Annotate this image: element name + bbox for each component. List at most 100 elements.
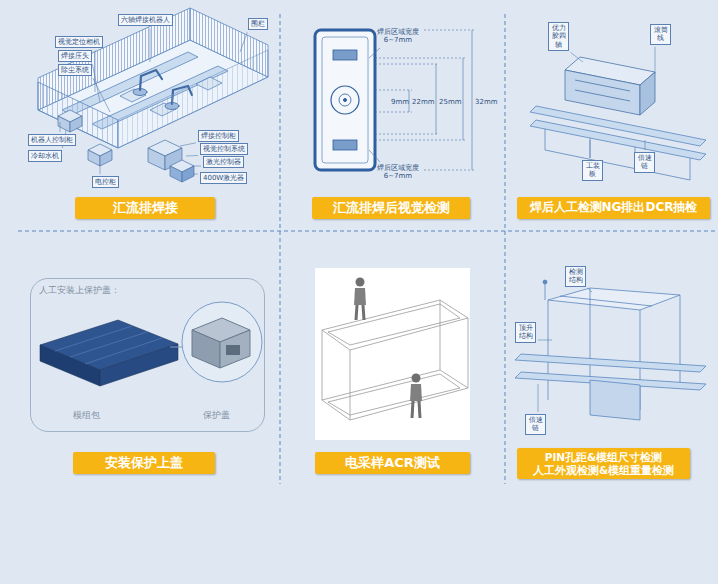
control-cabinet bbox=[70, 116, 82, 132]
magnifier bbox=[170, 302, 262, 382]
banner-text: 焊后人工检测NG排出DCR抽检 bbox=[530, 201, 698, 215]
busbar-view bbox=[322, 37, 368, 163]
welding-robot bbox=[140, 70, 162, 90]
callout-box: 围栏 bbox=[248, 18, 268, 30]
callout-text: 视觉定位相机 bbox=[58, 38, 100, 46]
operator-figure bbox=[412, 401, 413, 418]
callout-box: 检测结构 bbox=[565, 266, 586, 287]
callout-text: 倍速链 bbox=[637, 154, 652, 171]
callout-box: 倍速链 bbox=[525, 414, 546, 435]
inspection-station bbox=[565, 70, 640, 115]
dimension-line bbox=[436, 64, 437, 134]
callout-text: 视觉控制系统 bbox=[203, 145, 245, 153]
detail-panel: 人工安装上保护盖：模组包保护盖 bbox=[30, 278, 265, 432]
callout-box: 视觉定位相机 bbox=[55, 36, 103, 48]
busbar-view bbox=[315, 30, 375, 170]
callout-text: 机器人控制柜 bbox=[31, 136, 73, 144]
leader-line bbox=[100, 166, 101, 174]
callout-box: 激光控制器 bbox=[203, 156, 244, 168]
conveyor-line bbox=[590, 138, 591, 158]
check-station bbox=[560, 296, 652, 306]
busbar-view bbox=[339, 94, 351, 106]
conveyor-line bbox=[530, 120, 706, 160]
control-cabinet bbox=[170, 166, 182, 182]
callout-text: 检测结构 bbox=[568, 268, 583, 285]
callout-text: 倍速链 bbox=[528, 416, 543, 433]
acr-test-scene bbox=[315, 268, 470, 440]
leader-line bbox=[93, 78, 110, 112]
control-cabinet bbox=[58, 116, 70, 132]
banner-text: 汇流排焊后视觉检测 bbox=[333, 201, 450, 216]
operator-figure bbox=[412, 374, 421, 383]
acr-test-scene bbox=[322, 300, 468, 350]
magnifier bbox=[220, 330, 250, 368]
check-station bbox=[548, 300, 549, 400]
leader-line bbox=[538, 340, 552, 341]
conveyor-line bbox=[690, 158, 691, 180]
dimension-line bbox=[472, 30, 473, 170]
leader-line bbox=[194, 174, 198, 175]
callout-box: 视觉控制系统 bbox=[200, 143, 248, 155]
control-cabinet bbox=[182, 166, 194, 182]
callout-text: 400W激光器 bbox=[203, 174, 244, 182]
busbar-view bbox=[333, 50, 357, 60]
inspection-station bbox=[575, 90, 630, 101]
divider-line bbox=[18, 231, 716, 232]
divider-line bbox=[18, 14, 716, 484]
acr-test-scene bbox=[468, 318, 469, 388]
busbar-view bbox=[344, 99, 347, 102]
acr-test-scene bbox=[322, 330, 323, 400]
busbar-view bbox=[315, 30, 375, 170]
callout-box: 焊接压头 bbox=[58, 50, 92, 62]
callout-box: 倍速链 bbox=[634, 152, 655, 173]
callout-text: 工装板 bbox=[585, 162, 600, 179]
banner-text: 电采样ACR测试 bbox=[345, 456, 440, 471]
dimension-line bbox=[375, 134, 439, 135]
busbar-view bbox=[333, 140, 357, 150]
acr-test-scene bbox=[440, 300, 441, 370]
callout-text: 除尘系统 bbox=[61, 66, 89, 74]
callout-text: 优力胶四轴 bbox=[551, 24, 566, 49]
check-station bbox=[515, 354, 706, 372]
leader-line bbox=[590, 140, 591, 158]
leader-line bbox=[60, 122, 61, 132]
operator-figure bbox=[354, 278, 422, 419]
operator-figure bbox=[356, 278, 365, 287]
control-cabinet bbox=[88, 150, 100, 166]
operator-figure bbox=[363, 305, 364, 320]
step-banner: 焊后人工检测NG排出DCR抽检 bbox=[517, 197, 710, 219]
callout-text: 滚筒线 bbox=[653, 26, 668, 43]
divider-line bbox=[505, 14, 506, 484]
module-pack bbox=[70, 332, 147, 357]
welding-cell bbox=[38, 8, 268, 148]
leader-line bbox=[588, 288, 592, 292]
check-station bbox=[543, 280, 547, 284]
panel-text: 模组包 bbox=[73, 409, 100, 422]
dimension-line bbox=[375, 90, 412, 91]
acr-test-scene bbox=[315, 268, 470, 440]
dimension-line bbox=[424, 30, 475, 31]
dimension-label: 9mm bbox=[391, 98, 409, 106]
module-pack bbox=[40, 345, 100, 386]
leader-line bbox=[655, 47, 656, 74]
magnifier bbox=[182, 302, 262, 382]
step-banner: PIN孔距&模组尺寸检测 人工外观检测&模组重量检测 bbox=[517, 448, 690, 479]
module-pack bbox=[85, 338, 162, 364]
leader-line bbox=[180, 143, 196, 146]
magnifier bbox=[226, 345, 240, 355]
dimension-label: 25mm bbox=[439, 98, 462, 106]
dimension-line bbox=[375, 112, 412, 113]
callout-box: 六轴焊接机器人 bbox=[118, 14, 173, 26]
leader-line bbox=[192, 166, 201, 167]
conveyor-line bbox=[545, 150, 690, 180]
step-banner: 汇流排焊后视觉检测 bbox=[312, 197, 470, 219]
callout-text: 围栏 bbox=[251, 20, 265, 28]
dimension-line bbox=[375, 64, 439, 65]
busbar-view bbox=[331, 86, 359, 114]
banner-text: 汇流排焊接 bbox=[113, 201, 178, 216]
conveyor-line bbox=[530, 106, 706, 180]
banner-text: 安装保护上盖 bbox=[105, 456, 183, 471]
callout-box: 滚筒线 bbox=[650, 24, 671, 45]
panel-text: 保护盖 bbox=[203, 409, 230, 422]
